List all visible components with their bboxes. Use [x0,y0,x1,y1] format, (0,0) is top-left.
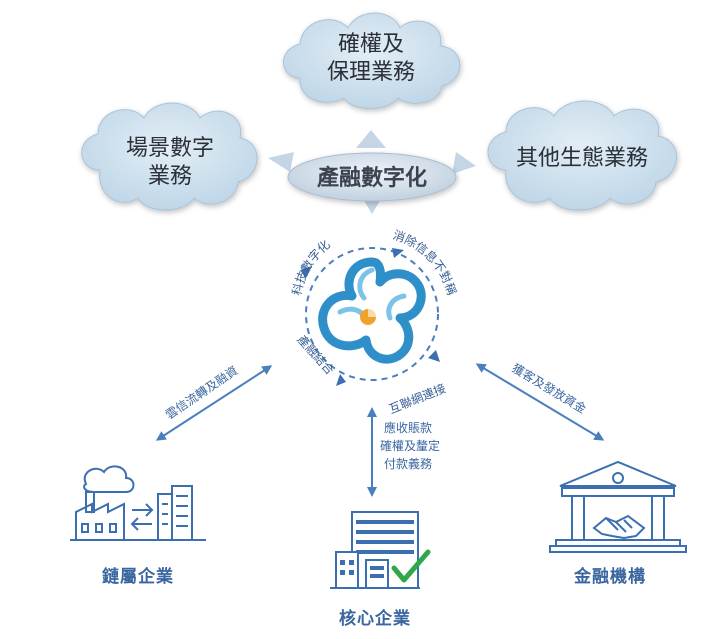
ring-arrow-br [428,350,440,362]
ring-arrow-bl [336,374,346,386]
ring-arrow-tr [392,248,404,258]
cycle-ring [305,247,439,381]
triangle-left [268,152,294,172]
entity-center-label: 核心企業 [339,608,411,629]
triangle-up [356,130,386,148]
hub-ellipse [287,152,457,202]
cloud-right-line-1: 其他生態業務 [516,146,648,171]
arrow-center-line-3: 付款義務 [384,456,432,471]
entity-left-label: 鏈屬企業 [102,566,174,587]
cloud-top-line-1: 確權及 [338,32,404,57]
entity-right-label: 金融機構 [573,566,646,587]
ring-arrow-tl [300,266,312,278]
cloud-left-line-1: 場景數字 [126,136,214,161]
triangle-right [452,152,476,174]
arrow-left [155,365,273,441]
core-enterprise-icon [330,511,431,589]
arrow-center-line-1: 應收賬款 [384,420,432,435]
cloud-top-line-2: 保理業務 [327,60,415,85]
hub-label: 產融數字化 [317,165,427,191]
cloud-right [487,100,677,211]
cloud-top [283,12,461,109]
arrow-right [475,363,605,441]
ring-label-info: 消除信息不對稱 [391,228,459,297]
factory-icon [70,465,206,541]
cloud-left [81,102,258,211]
arrow-center-line-2: 確權及釐定 [380,438,440,453]
bank-icon [549,460,687,553]
ring-label-internet: 互聯網連接 [387,380,448,416]
cloud-left-line-2: 業務 [148,164,192,189]
platform-logo [318,257,426,364]
